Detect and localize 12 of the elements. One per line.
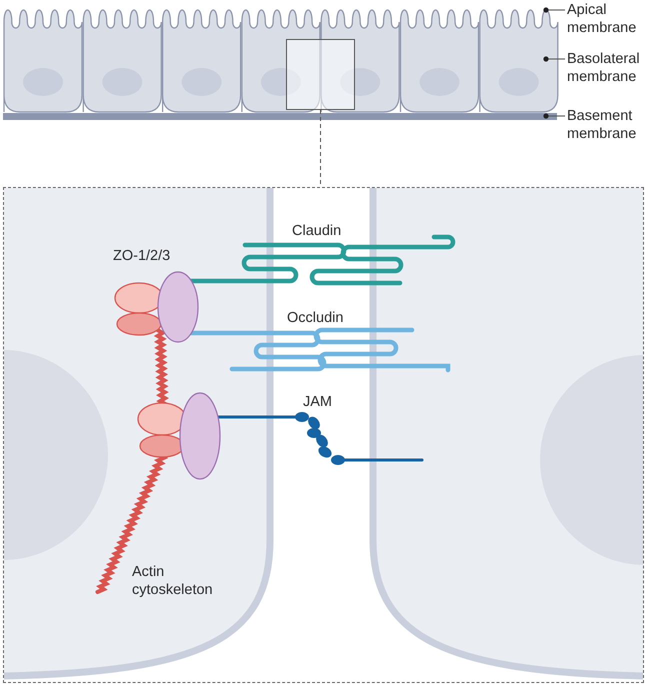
leader-line (543, 7, 566, 13)
structure-label: Basolateral membrane (567, 50, 651, 86)
structure-label: Basement membrane (567, 107, 651, 143)
protein-label: Claudin (292, 222, 342, 240)
protein-label: ZO-1/2/3 (113, 247, 172, 265)
protein-label: JAM (303, 393, 333, 411)
protein-label: Occludin (287, 309, 344, 327)
structure-label: Apical membrane (567, 1, 651, 37)
leader-line (543, 56, 566, 62)
protein-label: Actin cytoskeleton (132, 563, 214, 599)
leader-line (543, 113, 566, 119)
magnified-region-box (286, 39, 355, 110)
